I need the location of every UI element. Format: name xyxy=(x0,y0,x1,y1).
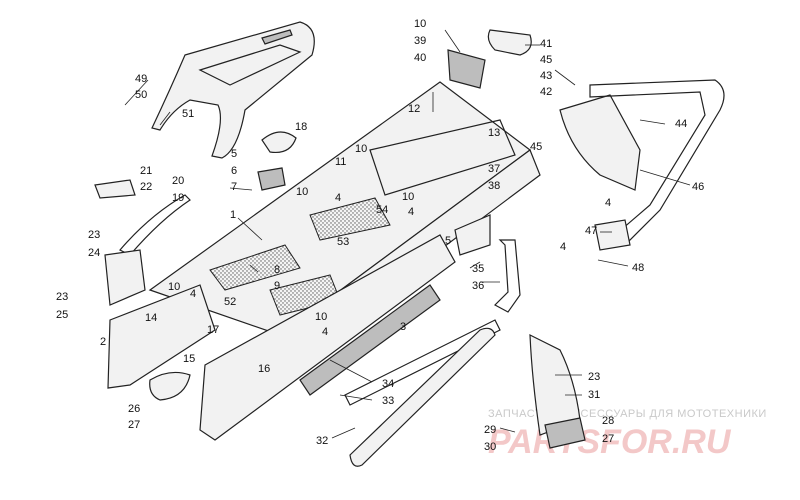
rear-bumper xyxy=(589,79,725,246)
callout-9: 9 xyxy=(274,280,280,292)
callout-5: 5 xyxy=(231,148,237,160)
callout-38: 38 xyxy=(488,180,500,192)
callout-17: 17 xyxy=(207,324,219,336)
callout-39: 39 xyxy=(414,35,426,47)
leader-lines xyxy=(124,29,691,439)
callout-35: 35 xyxy=(472,263,484,275)
callout-43: 43 xyxy=(540,70,552,82)
rear-axle-32 xyxy=(349,327,496,467)
callout-6: 6 xyxy=(231,165,237,177)
callout-26: 26 xyxy=(128,403,140,415)
callout-24: 24 xyxy=(88,247,100,259)
callout-3: 3 xyxy=(400,321,406,333)
callout-16: 16 xyxy=(258,363,270,375)
cross-shaft xyxy=(344,319,501,406)
callout-20: 20 xyxy=(172,175,184,187)
callout-30: 30 xyxy=(484,441,496,453)
trim-piece xyxy=(94,179,136,199)
callout-7: 7 xyxy=(231,181,237,193)
callout-10: 10 xyxy=(315,311,327,323)
callout-34: 34 xyxy=(382,378,394,390)
callout-5: 5 xyxy=(445,235,451,247)
callout-47: 47 xyxy=(585,225,597,237)
callout-4: 4 xyxy=(190,288,196,300)
callout-45: 45 xyxy=(540,54,552,66)
callout-18: 18 xyxy=(295,121,307,133)
callout-33: 33 xyxy=(382,395,394,407)
callout-10: 10 xyxy=(355,143,367,155)
callout-10: 10 xyxy=(414,18,426,30)
callout-52: 52 xyxy=(224,296,236,308)
callout-48: 48 xyxy=(632,262,644,274)
callout-14: 14 xyxy=(145,312,157,324)
grab-bar xyxy=(119,194,191,256)
bumper-36 xyxy=(494,239,521,313)
callout-13: 13 xyxy=(488,127,500,139)
callout-4: 4 xyxy=(335,192,341,204)
callout-4: 4 xyxy=(408,206,414,218)
callout-23: 23 xyxy=(88,229,100,241)
snow-flap xyxy=(559,94,641,191)
callout-28: 28 xyxy=(602,415,614,427)
callout-32: 32 xyxy=(316,435,328,447)
callout-27: 27 xyxy=(128,419,140,431)
callout-31: 31 xyxy=(588,389,600,401)
callout-50: 50 xyxy=(135,89,147,101)
callout-22: 22 xyxy=(140,181,152,193)
rail-cutouts xyxy=(299,284,441,396)
callout-23: 23 xyxy=(56,291,68,303)
callout-29: 29 xyxy=(484,424,496,436)
callout-labels: 1 2 3 4 4 4 4 4 4 5 5 6 7 8 9 10 10 10 1… xyxy=(56,18,704,453)
callout-1: 1 xyxy=(230,209,236,221)
foot-rest xyxy=(544,417,586,449)
callout-10: 10 xyxy=(402,191,414,203)
running-board xyxy=(529,334,581,436)
clip-7 xyxy=(257,167,286,191)
callout-25: 25 xyxy=(56,309,68,321)
callout-4: 4 xyxy=(322,326,328,338)
seat xyxy=(151,21,315,159)
lower-side-rail xyxy=(199,234,456,441)
watermark-caption: ЗАПЧАСТИ И АКСЕССУАРЫ ДЛЯ МОТОТЕХНИКИ xyxy=(488,408,767,420)
callout-40: 40 xyxy=(414,52,426,64)
callout-21: 21 xyxy=(140,165,152,177)
storage-cover xyxy=(487,29,532,56)
callout-15: 15 xyxy=(183,353,195,365)
watermark-logo: PARTSFOR.RU xyxy=(488,423,732,461)
callout-42: 42 xyxy=(540,86,552,98)
callout-4: 4 xyxy=(560,241,566,253)
callout-10: 10 xyxy=(296,186,308,198)
callout-27: 27 xyxy=(602,433,614,445)
callout-44: 44 xyxy=(675,118,687,130)
callout-2: 2 xyxy=(100,336,106,348)
callout-46: 46 xyxy=(692,181,704,193)
callout-19: 19 xyxy=(172,192,184,204)
callout-36: 36 xyxy=(472,280,484,292)
bracket-35 xyxy=(454,214,491,256)
callout-12: 12 xyxy=(408,103,420,115)
callout-11: 11 xyxy=(335,156,346,168)
bracket-39-40 xyxy=(447,49,486,89)
callout-51: 51 xyxy=(182,108,194,120)
callout-23: 23 xyxy=(588,371,600,383)
lower-cover xyxy=(149,371,191,401)
callout-53: 53 xyxy=(337,236,349,248)
callout-49: 49 xyxy=(135,73,147,85)
callout-37: 37 xyxy=(488,163,500,175)
rear-bracket xyxy=(104,249,146,306)
callout-45: 45 xyxy=(530,141,542,153)
callout-8: 8 xyxy=(274,264,280,276)
callout-4: 4 xyxy=(605,197,611,209)
cushion xyxy=(261,131,297,154)
callout-10: 10 xyxy=(168,281,180,293)
mount-47 xyxy=(594,219,631,251)
callout-41: 41 xyxy=(540,38,552,50)
left-side-panel xyxy=(107,284,216,389)
callout-54: 54 xyxy=(376,204,388,216)
